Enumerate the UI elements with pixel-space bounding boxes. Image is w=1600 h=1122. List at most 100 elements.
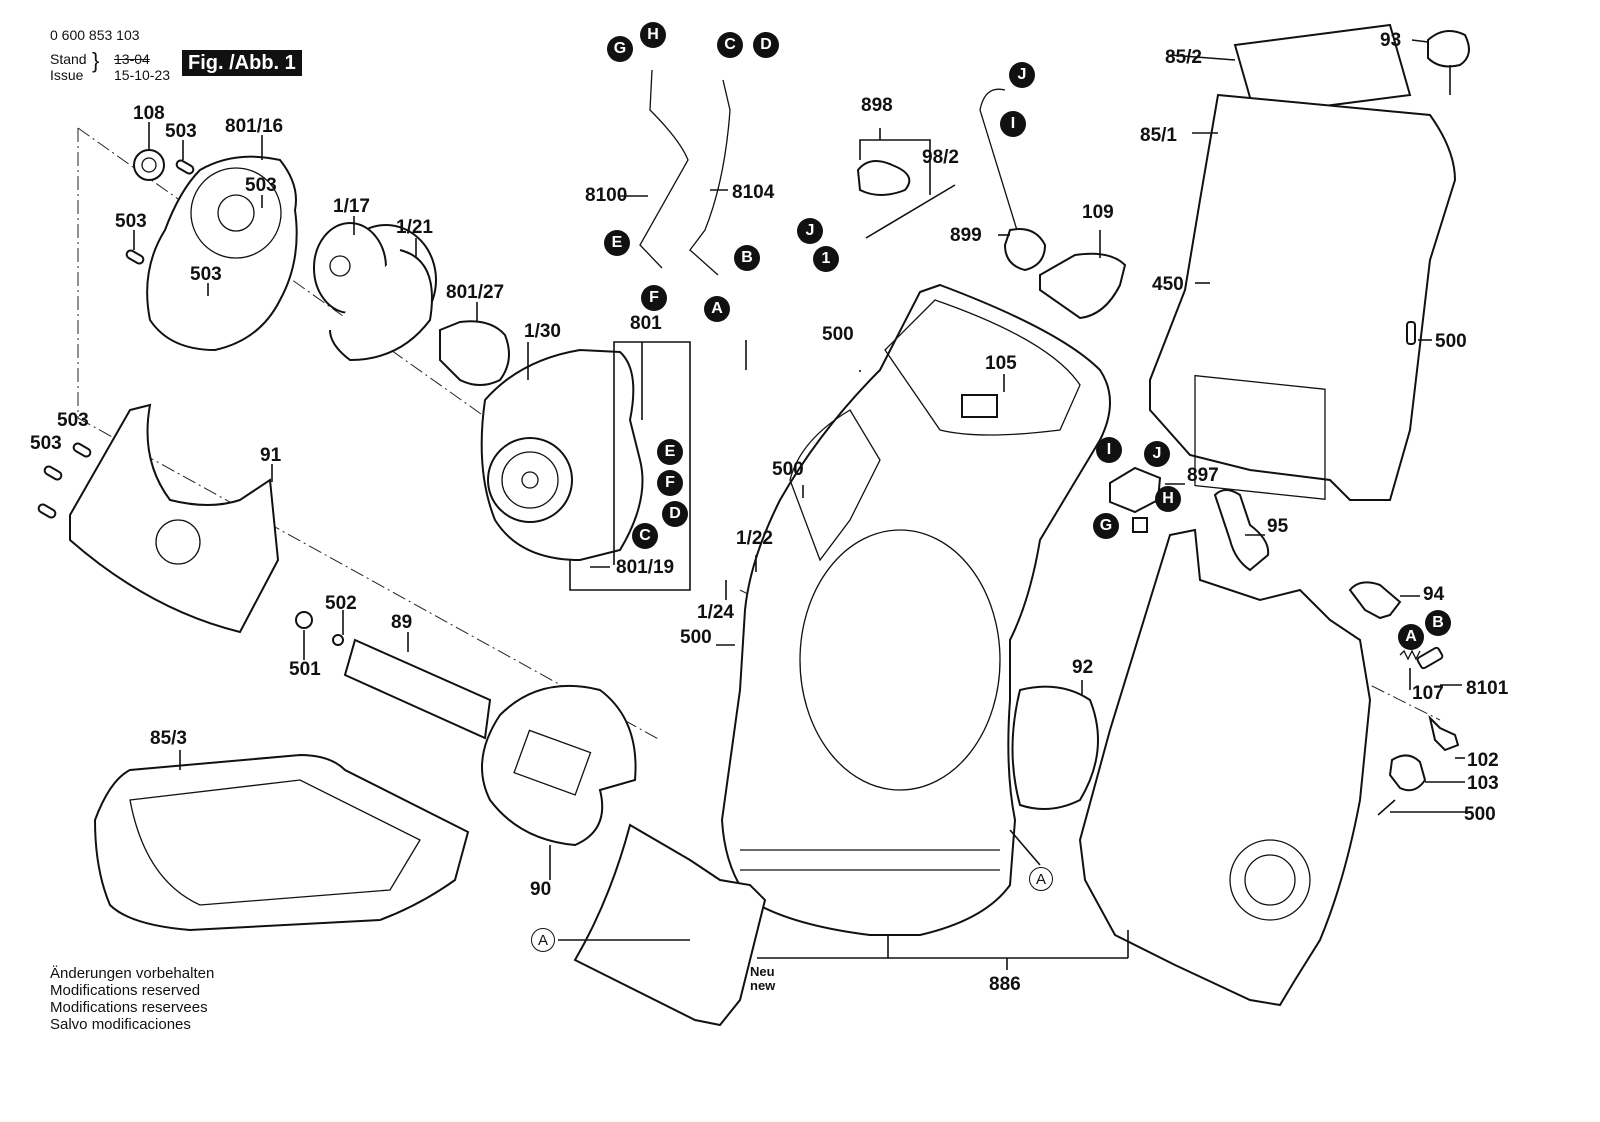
connector-bubble-f: F (641, 285, 667, 311)
part-label-102: 102 (1467, 750, 1499, 771)
bracket-801 (569, 341, 691, 591)
switch-898 (856, 160, 911, 196)
stand-label: Stand (50, 51, 87, 67)
connector-bubble-a: A (1398, 624, 1424, 650)
issue-label: Issue (50, 67, 84, 83)
connector-bubble-g: G (1093, 513, 1119, 539)
connector-bubble-h: H (1155, 486, 1181, 512)
part-label-1-17: 1/17 (333, 196, 370, 217)
part-label-95: 95 (1267, 516, 1289, 537)
part-label-92: 92 (1072, 657, 1094, 678)
part-label-801-19: 801/19 (616, 557, 675, 578)
connector-897 (1132, 517, 1148, 533)
part-label-503: 503 (245, 175, 277, 196)
spring-107 (1399, 649, 1421, 661)
part-label-1-22: 1/22 (736, 528, 773, 549)
tray-85-3 (93, 753, 470, 932)
part-label-85-3: 85/3 (150, 728, 187, 749)
leader-lines (133, 39, 1470, 941)
figure-label: Fig. /Abb. 1 (182, 50, 302, 76)
part-label-450: 450 (1152, 274, 1184, 295)
part-label-898: 898 (861, 95, 893, 116)
part-label-503: 503 (115, 211, 147, 232)
connector-bubble-i: I (1000, 111, 1026, 137)
blade-disc-90 (481, 684, 637, 847)
part-label-801-16: 801/16 (225, 116, 284, 137)
part-label-93: 93 (1380, 30, 1402, 51)
assembly-axis-line (1199, 599, 1441, 721)
screw-501 (295, 611, 313, 629)
connector-bubble-b: B (734, 245, 760, 271)
connector-bubble-c: C (632, 523, 658, 549)
document-number: 0 600 853 103 (50, 27, 140, 43)
part-label-503: 503 (165, 121, 197, 142)
part-label-105: 105 (985, 353, 1017, 374)
connector-bubble-h: H (640, 22, 666, 48)
hopper-85-1 (1149, 93, 1457, 501)
new-marker-de: Neu (750, 964, 775, 979)
rod-98-2 (865, 184, 956, 239)
part-label-500: 500 (822, 324, 854, 345)
part-label-899: 899 (950, 225, 982, 246)
connector-bubble-d: D (753, 32, 779, 58)
part-label-8101: 8101 (1466, 678, 1509, 699)
part-label-500: 500 (680, 627, 712, 648)
connector-bubble-e: E (657, 439, 683, 465)
part-label-89: 89 (391, 612, 413, 633)
cable-8100 (639, 69, 689, 269)
part-label-1-30: 1/30 (524, 321, 561, 342)
knob-93 (1427, 30, 1470, 68)
cover-plate-85-2 (1233, 23, 1412, 117)
knob-94 (1348, 581, 1402, 620)
part-label-886: 886 (989, 974, 1021, 995)
power-cord-899 (979, 88, 1021, 241)
part-label-501: 501 (289, 659, 321, 680)
cable-clamp-109 (1039, 252, 1127, 320)
belt-1-21 (329, 249, 433, 362)
part-label-90: 90 (530, 879, 552, 900)
connector-bubble-j: J (1144, 441, 1170, 467)
part-label-107: 107 (1412, 683, 1444, 704)
part-label-500: 500 (1464, 804, 1496, 825)
assembly-axis-line (77, 127, 561, 471)
switch-block-897 (1109, 466, 1162, 514)
knob-103 (1388, 754, 1427, 792)
gear-cover-801-16 (146, 155, 298, 352)
housing-886 (720, 283, 1111, 936)
connector-bubble-1: 1 (813, 246, 839, 272)
connector-bubble-d: D (662, 501, 688, 527)
screw-500 (1406, 321, 1416, 345)
connector-bubble-c: C (717, 32, 743, 58)
part-label-500: 500 (1435, 331, 1467, 352)
reference-marker-a: A (1029, 867, 1053, 891)
part-label-91: 91 (260, 445, 282, 466)
discharge-chute (573, 823, 767, 1027)
connector-bubble-b: B (1425, 610, 1451, 636)
part-label-1-21: 1/21 (396, 217, 433, 238)
washer-502 (332, 634, 344, 646)
part-label-8104: 8104 (732, 182, 775, 203)
label-plate-105 (961, 394, 998, 418)
note-spanish: Salvo modificaciones (50, 1016, 191, 1033)
bracket-91 (69, 403, 280, 634)
part-label-503: 503 (190, 264, 222, 285)
flap-92 (1011, 685, 1099, 810)
part-label-801: 801 (630, 313, 662, 334)
connector-8101 (1416, 646, 1444, 670)
lever-95 (1213, 489, 1270, 572)
part-label-94: 94 (1423, 584, 1445, 605)
connector-bubble-e: E (604, 230, 630, 256)
spindle-102 (1428, 714, 1460, 752)
connector-bubble-g: G (607, 36, 633, 62)
part-label-8100: 8100 (585, 185, 628, 206)
old-issue-date: 13-04 (114, 51, 150, 67)
connector-bubble-a: A (704, 296, 730, 322)
motor-801 (480, 348, 644, 562)
part-label-1-24: 1/24 (697, 602, 734, 623)
connector-bubble-f: F (657, 470, 683, 496)
rear-housing (1078, 528, 1372, 1007)
part-label-108: 108 (133, 103, 165, 124)
note-english: Modifications reserved (50, 982, 201, 999)
part-label-98-2: 98/2 (922, 147, 959, 168)
